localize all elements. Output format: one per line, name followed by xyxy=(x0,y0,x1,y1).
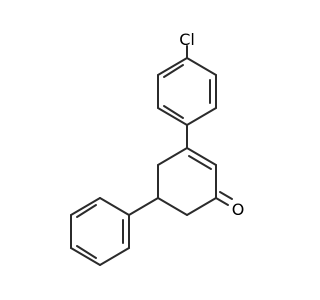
ring-bond xyxy=(157,147,188,166)
bond-phenyl-link xyxy=(128,197,159,216)
ring-bond xyxy=(157,57,188,76)
ring-bond xyxy=(186,147,217,166)
ring-bond xyxy=(157,197,188,216)
ring-bond xyxy=(99,247,130,266)
cyclohexenone-ring xyxy=(157,147,233,216)
molecule-diagram: Cl O xyxy=(70,30,245,266)
oxygen-atom-label: O xyxy=(232,200,245,219)
ring-bond xyxy=(70,247,101,266)
ring-bond xyxy=(99,197,130,216)
ring-double-bond xyxy=(76,245,97,259)
ring-bond xyxy=(157,107,188,126)
ring-bond xyxy=(186,107,217,126)
ring-bond xyxy=(186,197,217,216)
ring-bond xyxy=(70,197,101,216)
chlorine-atom-label: Cl xyxy=(179,30,195,49)
ring-bond xyxy=(186,57,217,76)
ring-double-bond xyxy=(163,105,184,119)
carbonyl-bond xyxy=(215,197,229,206)
chlorophenyl-ring xyxy=(157,45,217,126)
carbonyl-bond xyxy=(219,191,233,200)
ring-double-bond xyxy=(76,204,97,218)
phenyl-ring xyxy=(70,197,130,266)
ring-double-bond xyxy=(163,64,184,78)
ring-double-bond xyxy=(188,155,212,170)
